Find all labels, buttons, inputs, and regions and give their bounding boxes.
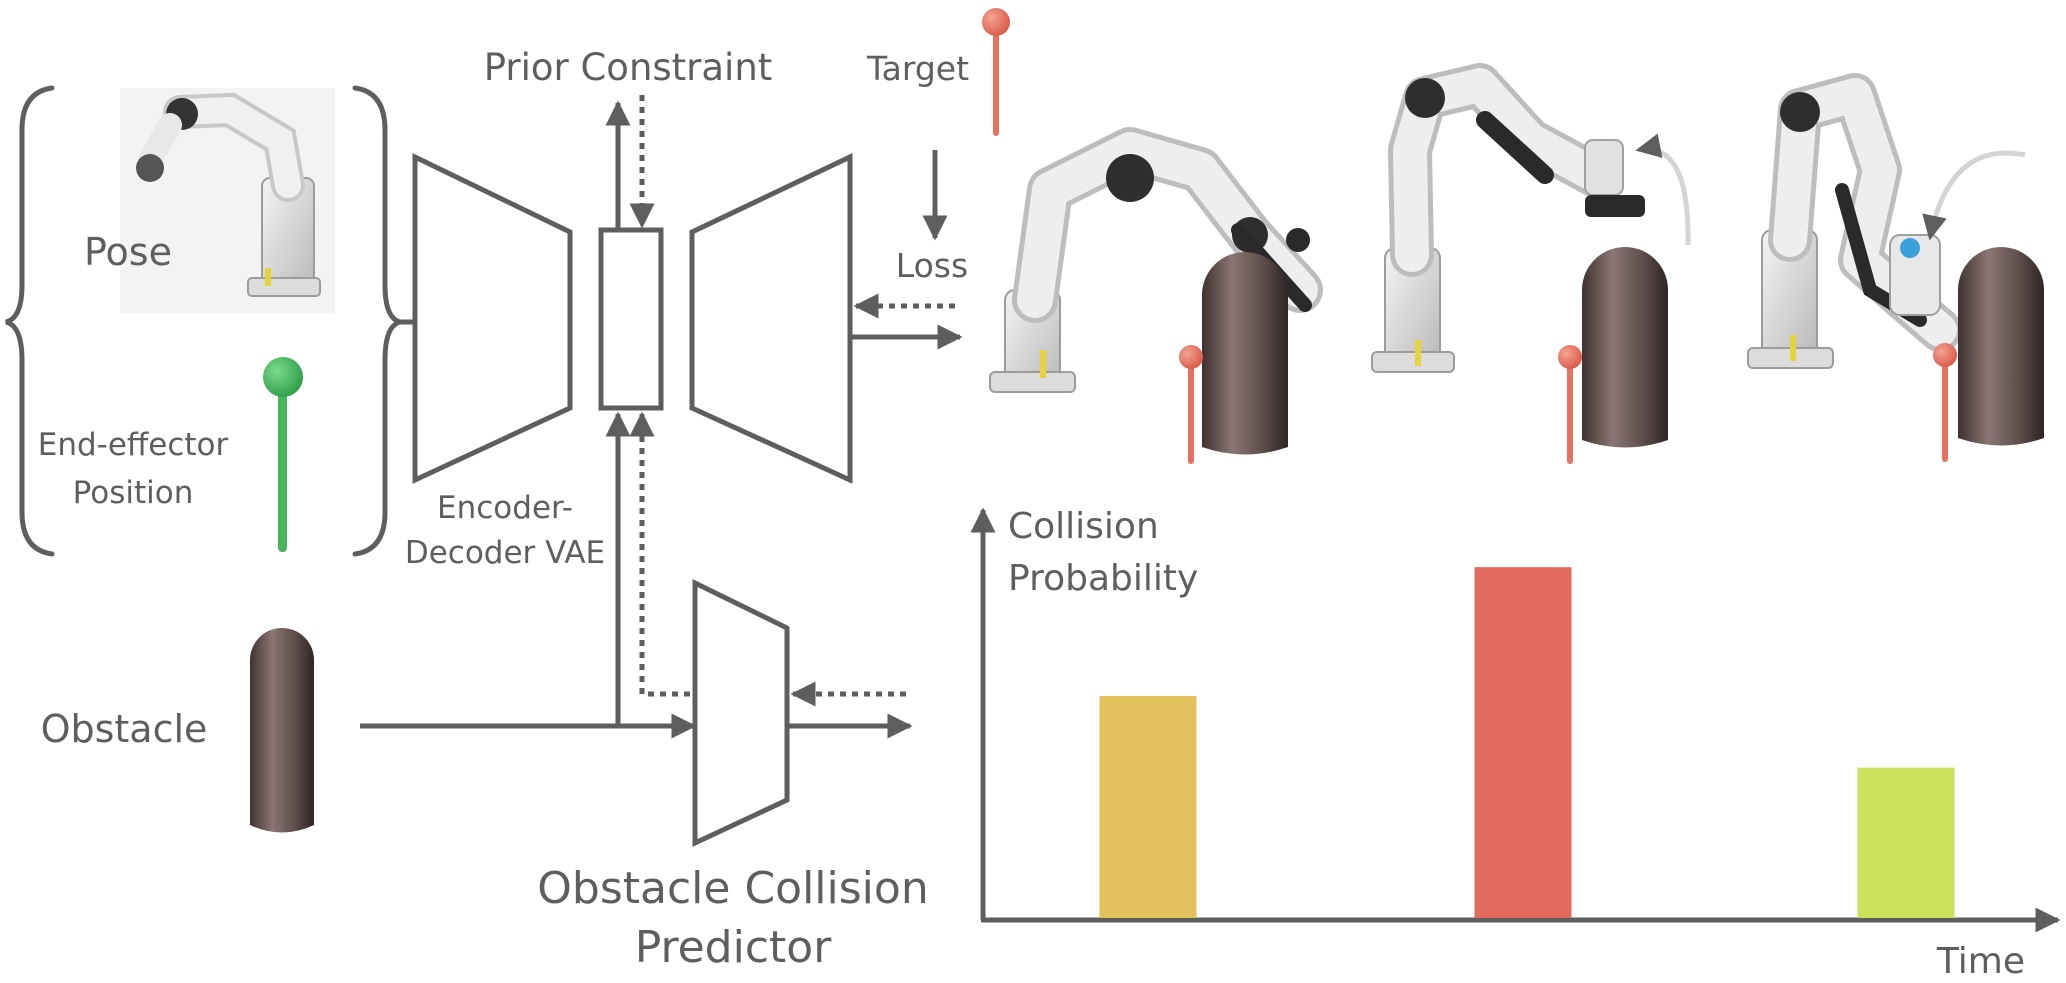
motion-arrow-2 [1922,150,2026,241]
collision-bar-2 [1474,567,1572,918]
collision-bar-3 [1857,767,1955,918]
right-brace [352,85,410,557]
encoder-decoder-label-2: Decoder VAE [405,535,605,571]
pose-label: Pose [84,230,172,274]
end-effector-label-2: Position [73,475,194,511]
predictor-feedback-dotted [629,411,690,697]
target-frame-1 [1179,345,1203,464]
obstacle-frame-2 [1582,247,1668,448]
latent-box [598,227,664,411]
decoder-trapezoid [689,153,853,484]
target-label: Target [866,49,969,88]
target-frame-3 [1933,343,1957,462]
end-effector-label: End-effector [38,427,229,463]
robot-frame-3 [1747,73,1962,369]
chart-bars [1099,567,1955,918]
predictor-label-2: Predictor [635,922,832,973]
x-axis-label: Time [1936,941,2025,979]
encoder-decoder-label: Encoder- [437,490,573,526]
robot-frame-1 [989,127,1323,393]
motion-arrow-1 [1635,133,1691,246]
pose-robot-image [120,88,335,313]
obstacle-label: Obstacle [41,707,208,751]
loss-label: Loss [896,246,968,285]
left-brace [5,85,55,557]
y-axis-label-2: Probability [1008,558,1198,599]
obstacle-image [250,628,314,833]
collision-bar-1 [1099,696,1197,918]
encoder-trapezoid [412,153,573,484]
predictor-label: Obstacle Collision [537,863,928,914]
robot-frame-2 [1371,63,1645,373]
obstacle-frame-3 [1958,247,2044,446]
target-marker [982,8,1010,136]
target-frame-2 [1558,345,1582,464]
end-effector-marker [263,357,303,552]
collision-chart: Collision Probability Time [970,506,2061,982]
y-axis-label: Collision [1008,506,1159,547]
prior-constraint-label: Prior Constraint [484,46,773,89]
predictor-trapezoid [692,578,790,847]
obstacle-frame-1 [1202,252,1288,455]
